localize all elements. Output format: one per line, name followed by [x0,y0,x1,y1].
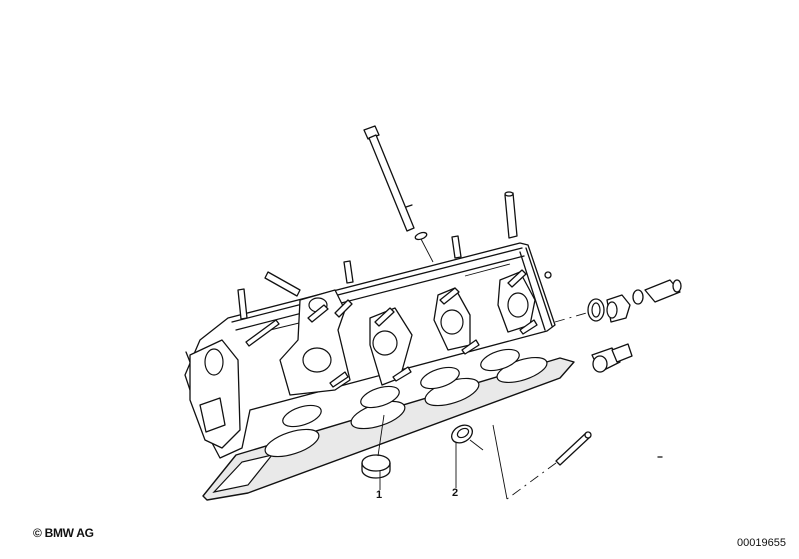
callout-1[interactable]: 1 [376,489,383,501]
seal-ring-2[interactable] [448,422,484,488]
head-bolt[interactable] [363,125,434,263]
diagram-id-label: 00019655 [737,537,786,549]
cylinder-head[interactable] [184,235,556,459]
stud-bolt[interactable] [492,424,592,500]
seal-ring-1[interactable] [361,414,391,490]
dowel-sleeve[interactable] [504,191,518,239]
temperature-sensor-assembly[interactable] [554,279,682,373]
callout-2[interactable]: 2 [452,487,459,499]
copyright-label: © BMW AG [33,526,94,540]
head-gasket[interactable] [202,345,575,501]
